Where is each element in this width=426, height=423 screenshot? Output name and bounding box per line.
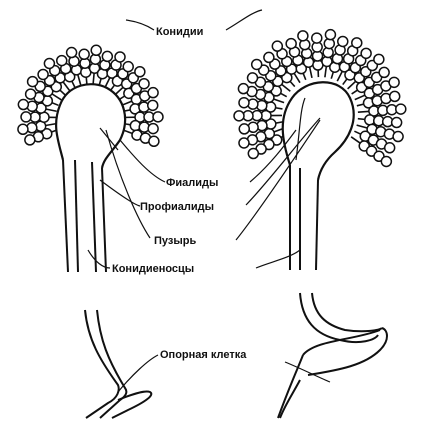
right-vesicle — [283, 82, 354, 180]
conidium — [25, 135, 35, 145]
conidium — [79, 49, 89, 59]
conidium — [264, 52, 274, 62]
conidium — [374, 54, 384, 64]
label-conidiophores: Конидиеносцы — [112, 263, 194, 275]
conidium — [248, 73, 258, 83]
conidium — [44, 58, 54, 68]
conidium — [298, 31, 308, 41]
conidium — [123, 62, 133, 72]
label-prophialides: Профиалиды — [140, 201, 214, 213]
conidium — [18, 100, 28, 110]
phialide — [337, 70, 342, 81]
conidium — [26, 89, 36, 99]
conidium — [91, 45, 101, 55]
conidium — [18, 124, 28, 134]
conidium — [21, 112, 31, 122]
conidium — [381, 156, 391, 166]
conidium — [312, 33, 322, 43]
conidium — [272, 41, 282, 51]
phialide — [294, 73, 300, 83]
conidium — [115, 52, 125, 62]
phialide — [63, 81, 70, 91]
conidium — [238, 84, 248, 94]
conidium — [325, 30, 335, 40]
phialide — [325, 65, 327, 77]
phialide — [281, 84, 290, 91]
conidium — [102, 51, 112, 61]
conidium — [385, 143, 395, 153]
left-conidiophore — [63, 160, 106, 272]
conidium — [248, 149, 258, 159]
conidium — [252, 59, 262, 69]
phialide — [45, 124, 57, 126]
left-vesicle — [56, 84, 125, 168]
label-phialides: Фиалиды — [166, 177, 218, 189]
conidium — [139, 79, 149, 89]
phialide — [309, 66, 312, 78]
conidium — [239, 138, 249, 148]
conidium — [338, 36, 348, 46]
conidium — [239, 98, 249, 108]
conidium — [286, 39, 296, 49]
phialide — [93, 72, 94, 84]
phialide — [348, 81, 357, 89]
conidium — [234, 111, 244, 121]
label-vesicle: Пузырь — [154, 235, 196, 247]
label-foot-cell: Опорная клетка — [160, 349, 247, 361]
conidium — [393, 132, 403, 142]
phialide — [358, 111, 370, 112]
right-foot-cell — [278, 293, 387, 418]
conidium — [389, 77, 399, 87]
phialide — [357, 125, 369, 128]
conidium — [379, 67, 389, 77]
conidium — [361, 48, 371, 58]
conidium — [148, 124, 158, 134]
right-conidiophore — [290, 165, 318, 270]
conidium — [148, 100, 158, 110]
conidium — [392, 118, 402, 128]
conidium — [148, 88, 158, 98]
conidium — [57, 56, 67, 66]
conidium — [135, 67, 145, 77]
conidium — [390, 91, 400, 101]
phialide — [351, 137, 361, 144]
conidium — [153, 112, 163, 122]
right-conidial-head — [234, 30, 406, 180]
conidium — [38, 69, 48, 79]
conidium — [67, 48, 77, 58]
conidium — [396, 104, 406, 114]
left-conidial-head — [18, 45, 163, 168]
conidium — [149, 136, 159, 146]
phialide — [45, 109, 57, 111]
phialide — [273, 99, 284, 103]
label-conidia: Конидии — [156, 26, 203, 38]
phialide — [78, 74, 81, 86]
conidium — [352, 38, 362, 48]
conidium — [28, 77, 38, 87]
conidium — [239, 124, 249, 134]
phialide — [355, 95, 366, 100]
left-foot-cell — [85, 310, 151, 418]
